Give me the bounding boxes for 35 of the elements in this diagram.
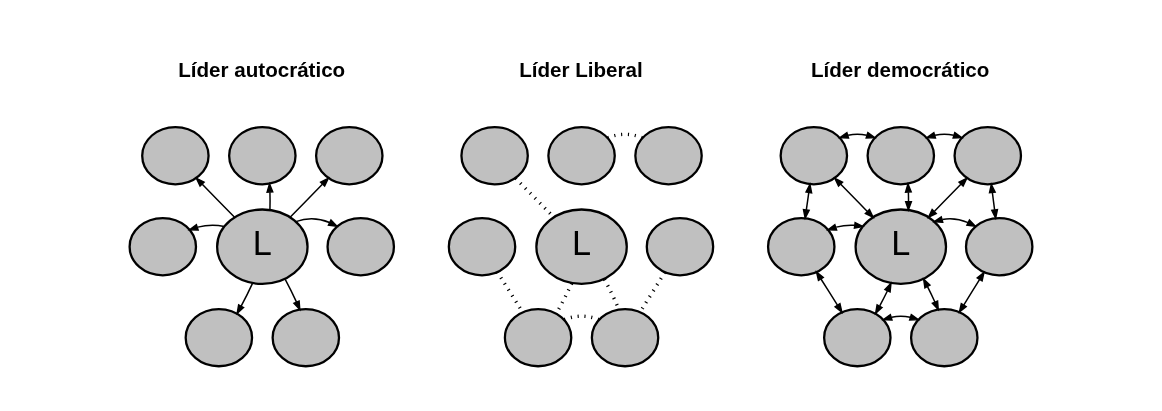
node-ellipse: L	[535, 208, 628, 286]
node-circle	[447, 216, 517, 277]
connector	[563, 314, 600, 322]
arrow	[927, 176, 969, 219]
node-circle	[460, 125, 529, 186]
arrow	[187, 223, 226, 231]
node-circle	[503, 307, 573, 368]
label: Líder Liberal	[519, 58, 643, 82]
arrow	[289, 176, 330, 218]
node-circle	[184, 307, 254, 368]
arrow	[802, 182, 813, 221]
node-circle	[271, 307, 341, 368]
node-ellipse: L	[216, 208, 309, 286]
arrow	[295, 218, 339, 228]
label: Líder democrático	[810, 58, 990, 82]
arrow	[958, 270, 986, 314]
arrow	[194, 176, 236, 218]
arrow	[236, 282, 254, 316]
connector	[607, 132, 643, 140]
node-circle	[590, 307, 660, 368]
arrow	[837, 131, 877, 139]
arrow	[881, 313, 921, 321]
arrow	[924, 131, 964, 139]
arrow	[815, 270, 844, 314]
node-circle	[634, 125, 703, 186]
arrow	[284, 278, 301, 312]
label: Líder autocrático	[178, 58, 346, 82]
node-circle	[547, 125, 616, 186]
arrow	[833, 176, 875, 219]
arrow	[266, 181, 274, 211]
arrow	[922, 277, 940, 312]
arrow	[825, 221, 865, 231]
arrow	[932, 215, 978, 228]
node-circle	[228, 125, 297, 186]
node-circle	[645, 216, 715, 277]
